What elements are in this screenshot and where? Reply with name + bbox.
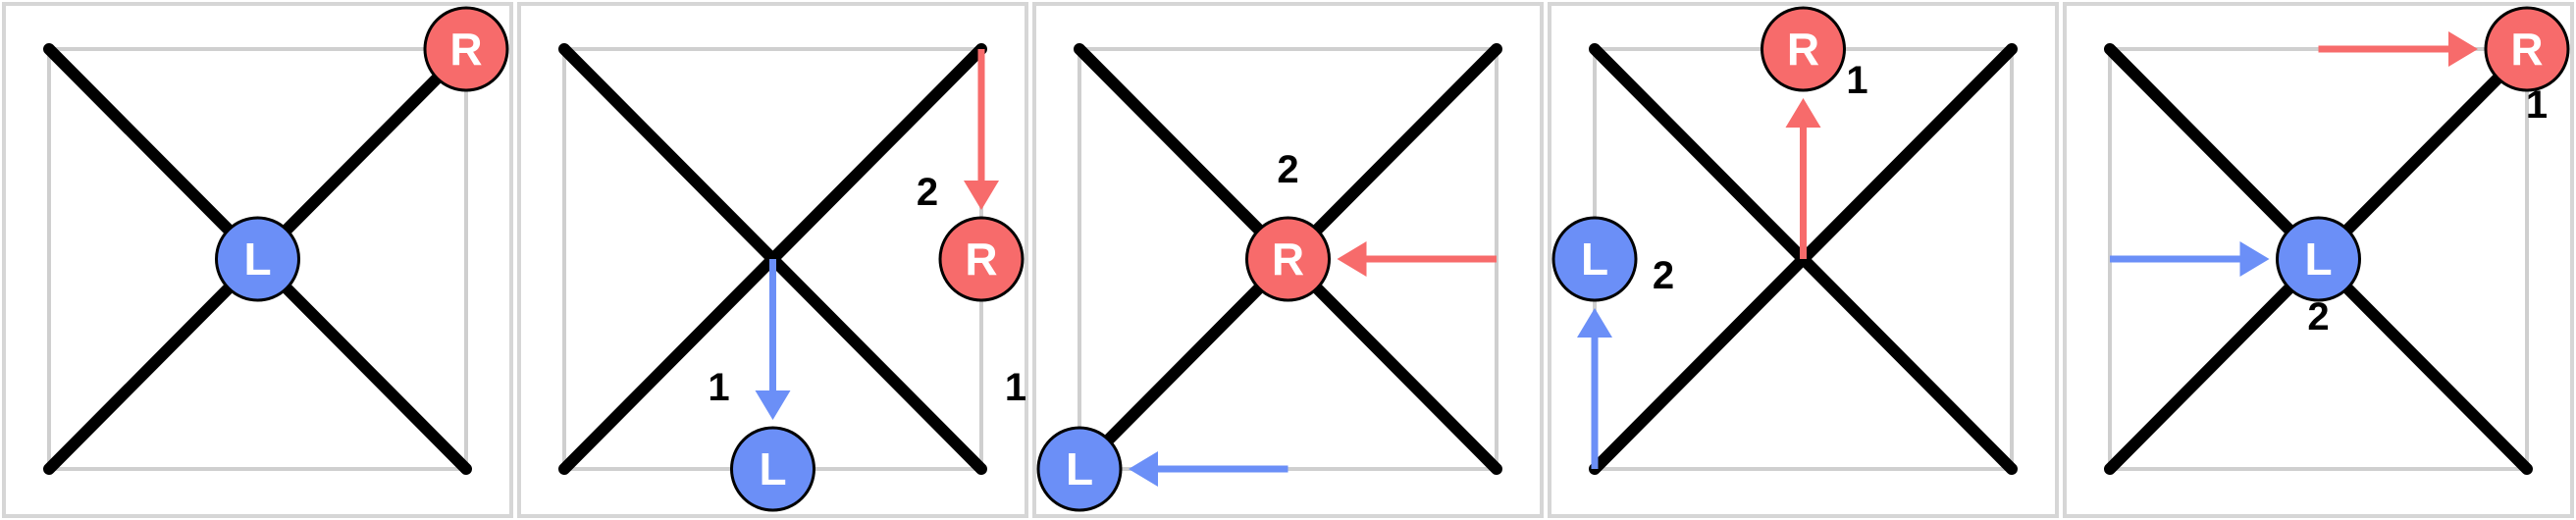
node-label: R [1787,24,1819,75]
node-r: R [1245,216,1331,302]
step-number: 2 [2307,295,2329,338]
node-l: L [2276,216,2361,302]
node-label: R [1272,234,1304,285]
node-circle [938,216,1025,302]
step-number: 2 [1653,254,1674,297]
node-label: L [243,234,271,285]
node-l: L [730,426,815,512]
node-circle [730,426,815,512]
arrow-head [2448,31,2478,67]
node-label: L [759,443,786,494]
step-number: 1 [2526,83,2548,127]
move-arrow [1337,241,1497,277]
node-circle [1036,426,1123,512]
node-circle [423,6,509,92]
arrow-head [1577,308,1612,338]
node-label: R [2510,24,2543,75]
node-circle [2276,216,2361,302]
move-arrow [2110,241,2270,277]
node-r: R [938,216,1025,302]
node-label: L [1581,234,1608,285]
panel-3: R L1 2 [1005,2,1544,518]
panel-5: R L 1 2 [2063,2,2574,518]
node-l: L [215,216,300,302]
node-r: R [423,6,509,92]
node-circle [215,216,300,302]
step-number: 1 [1846,59,1867,102]
grid-square [47,47,468,471]
step-number: 1 [1005,366,1026,409]
node-label: R [449,24,482,75]
node-circle [2484,6,2570,92]
node-r: R [2484,6,2570,92]
arrow-head [1785,98,1821,128]
node-l: L [1551,216,1638,302]
move-arrow [964,49,999,210]
panel-1: RL [2,2,513,518]
node-label: R [965,234,997,285]
move-arrow [2318,31,2478,67]
move-arrow [1129,451,1288,487]
move-arrow [1577,308,1612,469]
node-circle [1761,6,1846,92]
panel-4: R L 1 2 [1548,2,2059,518]
node-label: L [1066,443,1093,494]
node-l: L [1036,426,1123,512]
arrow-head [964,181,999,210]
step-number: 2 [917,171,938,214]
arrow-head [755,390,791,420]
move-arrow [1785,98,1821,259]
move-arrow [755,259,791,420]
step-number: 1 [708,366,729,409]
step-number: 2 [1277,148,1298,191]
arrow-head [1129,451,1158,487]
node-r: R [1761,6,1846,92]
arrow-head [1337,241,1367,277]
node-circle [1551,216,1638,302]
node-label: L [2304,234,2332,285]
arrow-head [2239,241,2270,277]
node-circle [1245,216,1331,302]
